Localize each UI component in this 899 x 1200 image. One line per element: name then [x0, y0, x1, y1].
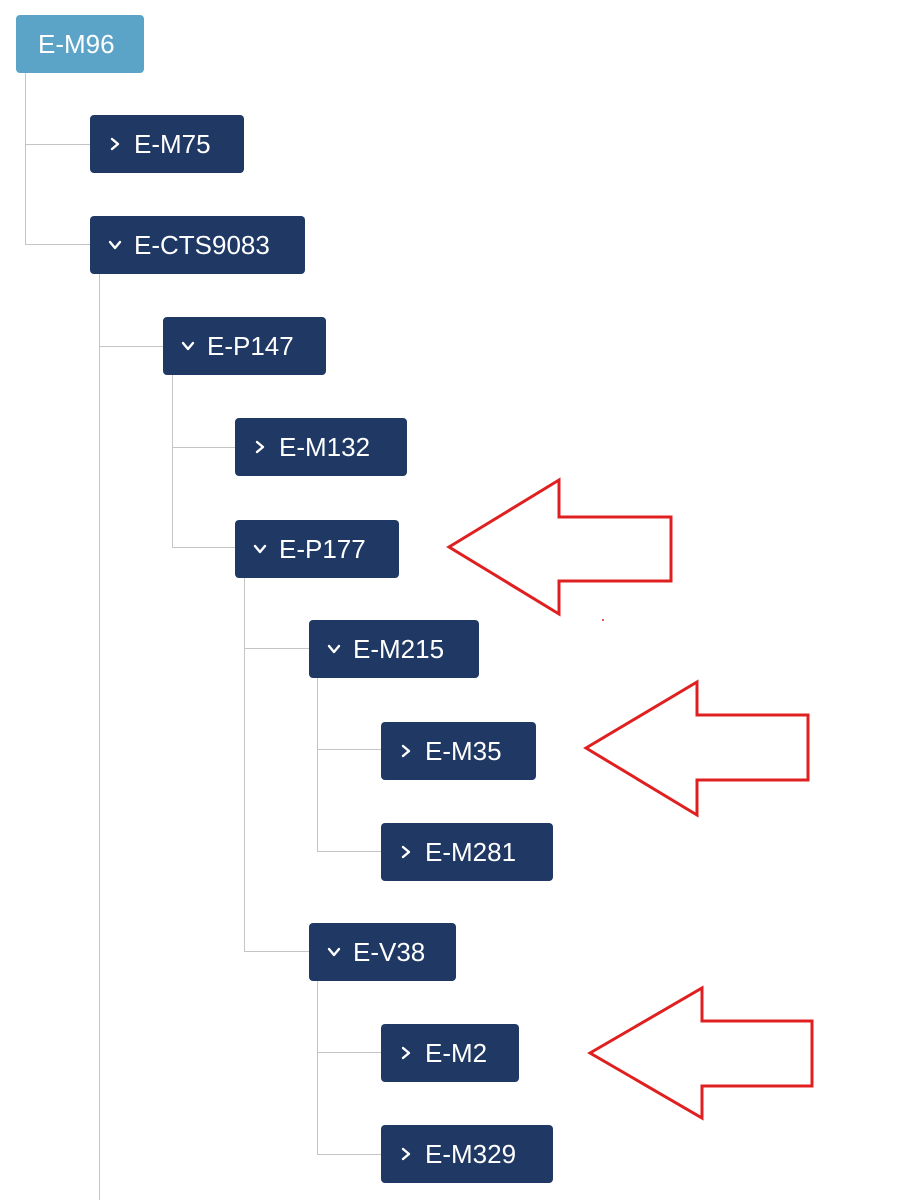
- connector-line: [317, 749, 381, 750]
- tree-node-root[interactable]: E-M96: [16, 15, 144, 73]
- connector-line: [317, 851, 381, 852]
- chevron-right-icon[interactable]: [397, 1145, 415, 1163]
- tree-node-label: E-CTS9083: [134, 230, 270, 260]
- connector-line: [172, 375, 173, 547]
- tree-node-label: E-P177: [279, 534, 366, 564]
- tree-node-e-m75[interactable]: E-M75: [90, 115, 244, 173]
- chevron-right-icon[interactable]: [251, 438, 269, 456]
- chevron-down-icon[interactable]: [325, 943, 343, 961]
- annotation-dot: [602, 619, 604, 621]
- tree-node-e-m35[interactable]: E-M35: [381, 722, 536, 780]
- connector-line: [25, 72, 26, 244]
- connector-line: [317, 677, 318, 851]
- tree-node-label: E-M96: [38, 29, 115, 59]
- chevron-right-icon[interactable]: [397, 742, 415, 760]
- tree-node-e-cts9083[interactable]: E-CTS9083: [90, 216, 305, 274]
- chevron-down-icon[interactable]: [251, 540, 269, 558]
- connector-line: [172, 447, 235, 448]
- connector-line: [244, 951, 309, 952]
- tree-node-label: E-V38: [353, 937, 426, 967]
- connector-line: [172, 547, 235, 548]
- tree-node-label: E-M215: [353, 634, 445, 664]
- tree-node-label: E-M2: [425, 1038, 488, 1068]
- chevron-down-icon[interactable]: [325, 640, 343, 658]
- tree-node-e-m215[interactable]: E-M215: [309, 620, 479, 678]
- tree-node-e-p147[interactable]: E-P147: [163, 317, 326, 375]
- tree-node-e-m329[interactable]: E-M329: [381, 1125, 553, 1183]
- connector-line: [244, 648, 309, 649]
- chevron-right-icon[interactable]: [397, 843, 415, 861]
- tree-node-e-m132[interactable]: E-M132: [235, 418, 407, 476]
- chevron-down-icon[interactable]: [179, 337, 197, 355]
- connector-line: [25, 244, 90, 245]
- tree-node-label: E-M35: [425, 736, 502, 766]
- tree-node-label: E-P147: [207, 331, 294, 361]
- connector-line: [99, 274, 100, 1200]
- tree-node-label: E-M329: [425, 1139, 517, 1169]
- connector-line: [25, 144, 90, 145]
- tree-node-label: E-M281: [425, 837, 517, 867]
- connector-line: [317, 980, 318, 1154]
- tree-node-e-p177[interactable]: E-P177: [235, 520, 399, 578]
- tree-node-label: E-M75: [134, 129, 211, 159]
- connector-line: [99, 346, 163, 347]
- connector-line: [317, 1154, 381, 1155]
- tree-node-label: E-M132: [279, 432, 371, 462]
- tree-node-e-m2[interactable]: E-M2: [381, 1024, 519, 1082]
- tree-node-e-m281[interactable]: E-M281: [381, 823, 553, 881]
- tree-node-e-v38[interactable]: E-V38: [309, 923, 456, 981]
- chevron-right-icon[interactable]: [106, 135, 124, 153]
- chevron-right-icon[interactable]: [397, 1044, 415, 1062]
- connector-line: [317, 1052, 381, 1053]
- connector-line: [244, 576, 245, 951]
- chevron-down-icon[interactable]: [106, 236, 124, 254]
